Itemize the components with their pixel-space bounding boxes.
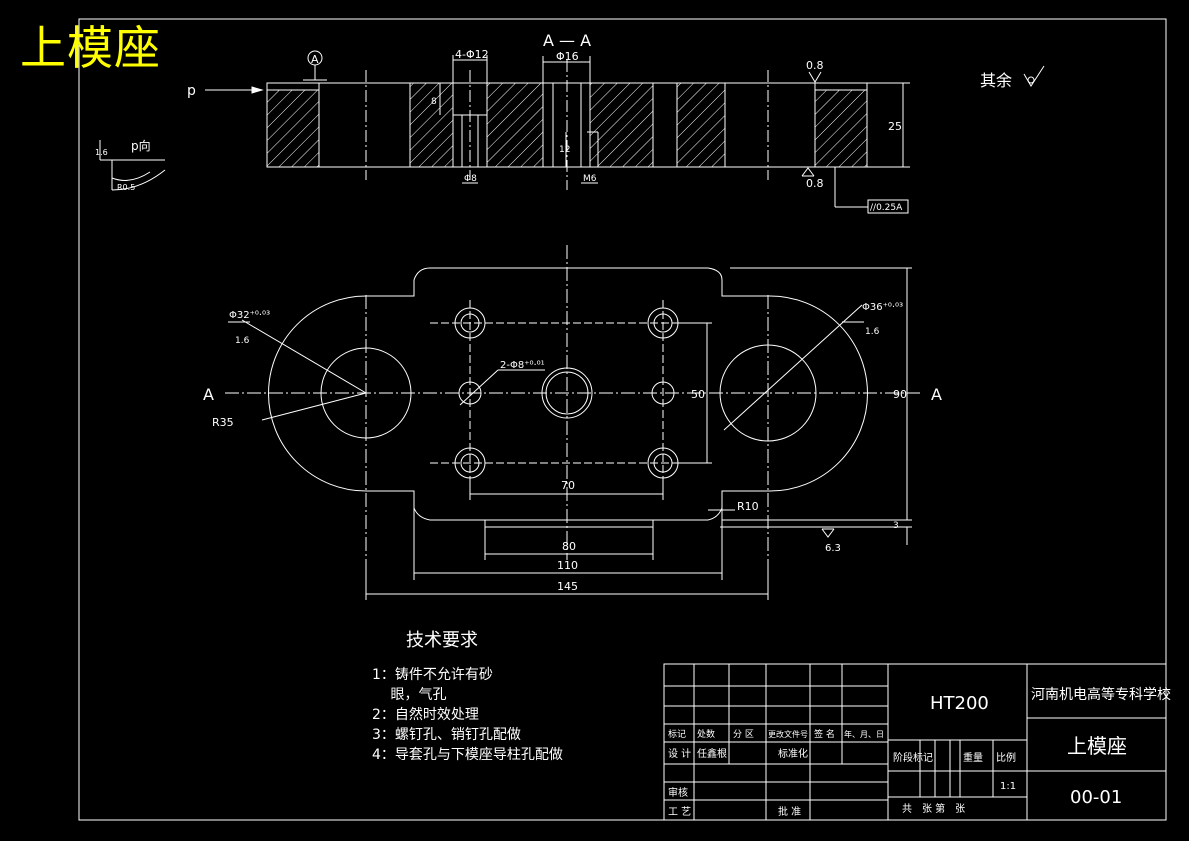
scale: 1:1 [1000, 781, 1016, 792]
designer-name: 任鑫根 [697, 747, 727, 760]
hdr-date: 年、月、日 [844, 729, 884, 739]
tech-item: 3：螺钉孔、销钉孔配做 [372, 727, 521, 743]
p-view-dim: 1.6 [95, 148, 108, 157]
title-block-texts: HT200 河南机电高等专科学校 上模座 00-01 1:1 标记 处数 分 区… [668, 686, 1171, 818]
dim-phi32-r: 1.6 [235, 336, 250, 346]
p-view-label: p向 [131, 138, 151, 153]
drawing-number: 00-01 [1070, 787, 1122, 808]
part-name: 上模座 [1067, 734, 1127, 758]
hdr-change: 更改文件号 [768, 729, 808, 739]
roughness-bottom: 0.8 [806, 177, 824, 190]
parallel-tolerance: //0.25A [870, 203, 903, 213]
tech-item: 2：自然时效处理 [372, 707, 479, 723]
plan-view [225, 245, 920, 600]
review-label: 审核 [668, 786, 688, 799]
dim-r35: R35 [212, 416, 234, 429]
dim-holes: 4-Φ12 [455, 48, 489, 61]
rest-roughness-label: 其余 [980, 71, 1012, 90]
dim-phi36-r: 1.6 [865, 327, 880, 337]
dim-phi36: Φ36⁺⁰·⁰³ [862, 302, 903, 313]
process-label: 工 艺 [668, 806, 691, 818]
section-texts: A — A p A 4-Φ12 Φ16 8 Φ8 M6 12 25 0.8 0.… [187, 31, 903, 213]
dim-80: 80 [562, 540, 576, 553]
section-view [205, 50, 910, 214]
material: HT200 [930, 693, 989, 714]
dim-thickness: 25 [888, 120, 902, 133]
dim-3: 3 [893, 521, 899, 531]
standardize-label: 标准化 [778, 747, 808, 760]
dim-m6: M6 [583, 174, 597, 184]
school-name: 河南机电高等专科学校 [1031, 686, 1171, 703]
tech-item: 1：铸件不允许有砂 [372, 667, 493, 683]
plan-texts: A A Φ32⁺⁰·⁰³ 1.6 Φ36⁺⁰·⁰³ 1.6 2-Φ8⁺⁰·⁰¹ … [203, 302, 942, 593]
p-view [99, 140, 166, 191]
p-label: p [187, 83, 196, 99]
dim-depth8: 8 [431, 97, 437, 107]
dim-phi32: Φ32⁺⁰·⁰³ [229, 310, 270, 321]
dim-pins: 2-Φ8⁺⁰·⁰¹ [500, 360, 545, 371]
weight-label: 重量 [963, 751, 983, 764]
ratio-label: 比例 [996, 751, 1016, 764]
tech-item: 眼，气孔 [372, 687, 447, 703]
a-left: A [203, 385, 214, 404]
drawing-big-title: 上模座 [20, 21, 161, 75]
dim-90: 90 [893, 388, 907, 401]
design-label: 设 计 [668, 747, 691, 760]
stage-label: 阶段标记 [893, 751, 933, 764]
tech-item: 4：导套孔与下模座导柱孔配做 [372, 747, 563, 763]
p-view-r: R0.5 [117, 183, 135, 192]
rest-roughness-symbol [1023, 65, 1045, 87]
dim-145: 145 [557, 580, 578, 593]
title-block [663, 663, 1167, 821]
roughness-6-3: 6.3 [825, 543, 841, 554]
hdr-mark: 标记 [668, 728, 686, 740]
sheets-label: 共 张 第 张 [902, 802, 965, 815]
dim-phi8: Φ8 [464, 174, 477, 184]
approve-label: 批 准 [778, 805, 801, 818]
a-right: A [931, 385, 942, 404]
drawing-frame [78, 18, 1167, 821]
dim-110: 110 [557, 559, 578, 572]
datum-label: A [311, 53, 319, 66]
hdr-sign: 签 名 [814, 728, 835, 740]
hdr-count: 处数 [697, 728, 715, 740]
tech-requirements-heading: 技术要求 [406, 630, 478, 651]
roughness-top: 0.8 [806, 59, 824, 72]
dim-12: 12 [559, 145, 570, 155]
dim-center-hole: Φ16 [556, 50, 579, 63]
dim-70: 70 [561, 479, 575, 492]
section-label: A — A [543, 31, 591, 50]
hdr-zone: 分 区 [733, 729, 754, 740]
dim-r10: R10 [737, 500, 759, 513]
dim-50: 50 [691, 388, 705, 401]
